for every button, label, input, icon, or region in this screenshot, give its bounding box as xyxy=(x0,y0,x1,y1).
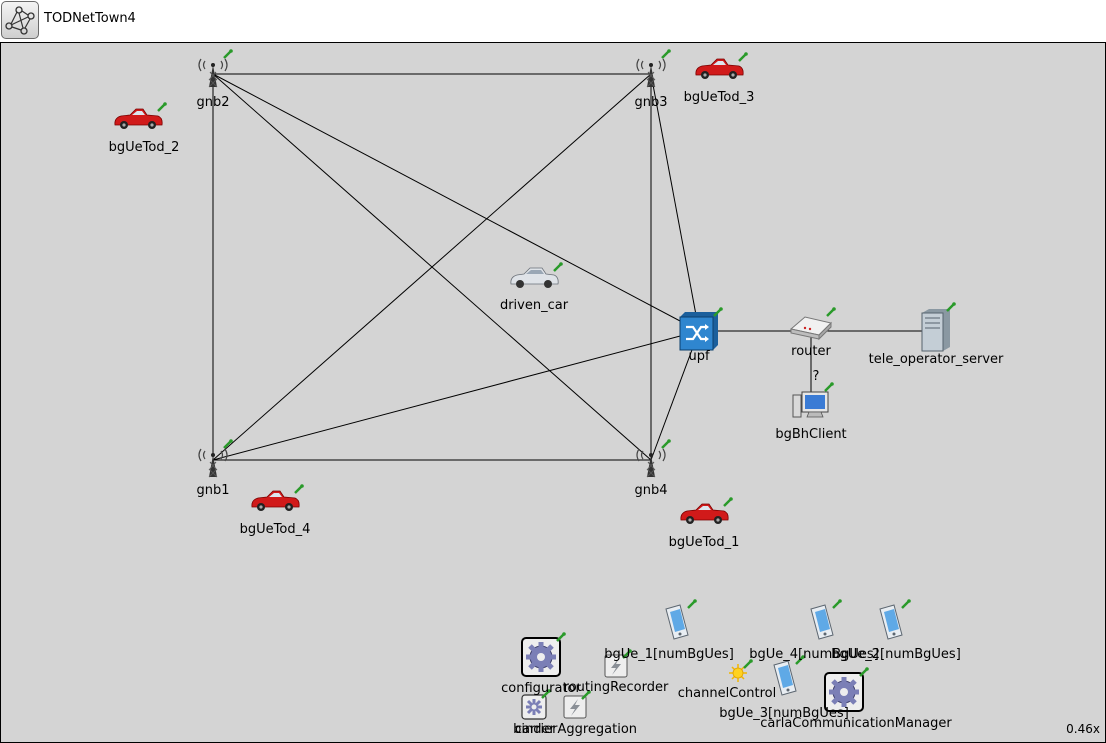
router-node[interactable]: router xyxy=(789,305,838,359)
network-icon[interactable] xyxy=(1,1,39,39)
bgUe-1-label: bgUe_1[numBgUes] xyxy=(604,647,734,662)
configurator-label: configurator xyxy=(501,681,581,696)
driven-car-label: driven_car xyxy=(500,298,569,313)
driven-car[interactable]: driven_car xyxy=(500,260,569,313)
window-title: TODNetTown4 xyxy=(44,11,136,26)
bgBhClient-node[interactable]: bgBhClient xyxy=(775,380,847,442)
bgUe-4-phone[interactable] xyxy=(810,597,844,640)
network-canvas[interactable]: gnb2 gnb3 gnb1 gnb4 bgUeTod_2 bgUeTod_3 … xyxy=(0,42,1106,743)
upf-node[interactable]: upf xyxy=(679,305,725,364)
zoom-level: 0.46x xyxy=(1066,722,1100,736)
channel-control-label: channelControl xyxy=(678,686,776,701)
gnb1-label: gnb1 xyxy=(196,483,229,498)
upf-label: upf xyxy=(688,349,709,364)
binder-label: binder xyxy=(513,722,555,737)
gnb2-label: gnb2 xyxy=(196,95,229,110)
gnb4-node[interactable]: gnb4 xyxy=(634,437,673,498)
gnb2-node[interactable]: gnb2 xyxy=(196,47,235,110)
bgUe-3-label: bgUe_3[numBgUes] xyxy=(719,706,849,721)
bgUeTod-4-car[interactable]: bgUeTod_4 xyxy=(240,482,311,537)
bgUe-4-label: bgUe_4[numBgUes] xyxy=(749,647,879,662)
gnb1-node[interactable]: gnb1 xyxy=(196,437,235,498)
bgUeTod-2-car[interactable]: bgUeTod_2 xyxy=(109,100,180,155)
link-status-text: ? xyxy=(813,369,820,384)
configurator-gear-icon[interactable] xyxy=(522,630,568,676)
tele-operator-server-node[interactable]: tele_operator_server xyxy=(869,300,1004,367)
bgUe-2-label: bgUe_2[numBgUes] xyxy=(831,647,961,662)
bgUeTod-3-car[interactable]: bgUeTod_3 xyxy=(684,50,755,105)
bgUe-1-phone[interactable] xyxy=(665,597,699,640)
bgUeTod-1-label: bgUeTod_1 xyxy=(669,535,740,550)
carla-communication-manager-gear-icon[interactable] xyxy=(825,665,871,711)
routing-recorder-label: routingRecorder xyxy=(564,680,669,695)
title-bar: TODNetTown4 xyxy=(0,0,1106,42)
carrier-aggregation-label: carrierAggregation xyxy=(515,722,637,737)
tele-operator-server-label: tele_operator_server xyxy=(869,352,1004,367)
bgUeTod-4-label: bgUeTod_4 xyxy=(240,522,311,537)
bgBhClient-label: bgBhClient xyxy=(775,427,846,442)
bgUeTod-3-label: bgUeTod_3 xyxy=(684,90,755,105)
gnb3-label: gnb3 xyxy=(634,95,667,110)
carla-communication-manager-label: carlaCommunicationManager xyxy=(760,716,952,731)
bgUe-2-phone[interactable] xyxy=(879,597,913,640)
channel-control-icon[interactable] xyxy=(729,657,755,682)
gnb4-label: gnb4 xyxy=(634,483,667,498)
router-label: router xyxy=(791,344,831,359)
bgUeTod-2-label: bgUeTod_2 xyxy=(109,140,180,155)
bgUeTod-1-car[interactable]: bgUeTod_1 xyxy=(669,495,740,550)
gnb3-node[interactable]: gnb3 xyxy=(634,47,673,110)
